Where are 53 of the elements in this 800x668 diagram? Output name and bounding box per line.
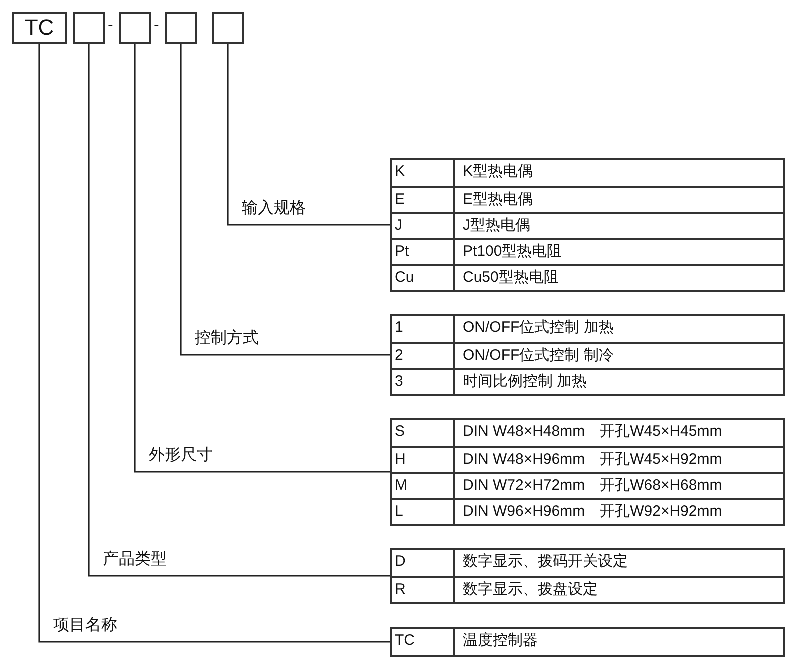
code-cell: R	[392, 578, 455, 602]
code-cell: TC	[392, 629, 455, 655]
connector-line	[88, 44, 390, 577]
separator-dash: -	[108, 18, 114, 34]
description-cell-text: 时间比例控制 加热	[462, 372, 588, 392]
code-cell: 2	[392, 344, 455, 368]
connector-line	[227, 44, 390, 226]
description-cell-text: 数字显示、拨码开关设定	[462, 552, 629, 572]
separator-dash: -	[154, 18, 160, 34]
connector-line	[180, 44, 390, 356]
code-cell: Pt	[392, 240, 455, 264]
code-box	[165, 12, 197, 44]
code-box	[212, 12, 244, 44]
connector-line	[134, 44, 390, 473]
code-cell: D	[392, 550, 455, 576]
description-cell-text: ON/OFF位式控制 制冷	[462, 346, 615, 366]
edge-label: 外形尺寸	[149, 448, 213, 464]
description-cell-text: Pt100型热电阻	[462, 242, 564, 262]
option-table	[390, 158, 785, 292]
code-cell: 3	[392, 370, 455, 394]
code-cell: Cu	[392, 266, 455, 290]
description-cell-text: 数字显示、拨盘设定	[462, 580, 599, 600]
description-cell-text: Cu50型热电阻	[462, 268, 560, 288]
description-cell-text: J型热电偶	[462, 216, 532, 236]
description-cell-text: DIN W48×H48mm 开孔W45×H45mm	[462, 422, 724, 442]
code-cell: L	[392, 500, 455, 524]
edge-label: 项目名称	[54, 618, 118, 634]
description-cell-text: DIN W96×H96mm 开孔W92×H92mm	[462, 502, 724, 522]
code-box	[73, 12, 105, 44]
option-table	[390, 627, 785, 657]
code-cell: S	[392, 420, 455, 446]
code-cell: E	[392, 188, 455, 212]
code-box	[119, 12, 151, 44]
description-cell-text: E型热电偶	[462, 190, 534, 210]
description-cell-text: DIN W48×H96mm 开孔W45×H92mm	[462, 450, 724, 470]
description-cell-text: 温度控制器	[462, 631, 539, 651]
code-cell: M	[392, 474, 455, 498]
option-table	[390, 314, 785, 396]
code-cell: 1	[392, 316, 455, 342]
code-cell: J	[392, 214, 455, 238]
edge-label: 控制方式	[195, 331, 259, 347]
connector-line	[38, 44, 390, 643]
option-table	[390, 418, 785, 526]
option-table	[390, 548, 785, 604]
edge-label: 输入规格	[242, 201, 306, 217]
code-text: TC	[24, 17, 54, 39]
edge-label: 产品类型	[103, 552, 167, 568]
code-cell: H	[392, 448, 455, 472]
description-cell-text: DIN W72×H72mm 开孔W68×H68mm	[462, 476, 724, 496]
description-cell-text: ON/OFF位式控制 加热	[462, 318, 615, 338]
code-box	[12, 12, 67, 44]
description-cell-text: K型热电偶	[462, 162, 534, 182]
code-cell: K	[392, 160, 455, 186]
